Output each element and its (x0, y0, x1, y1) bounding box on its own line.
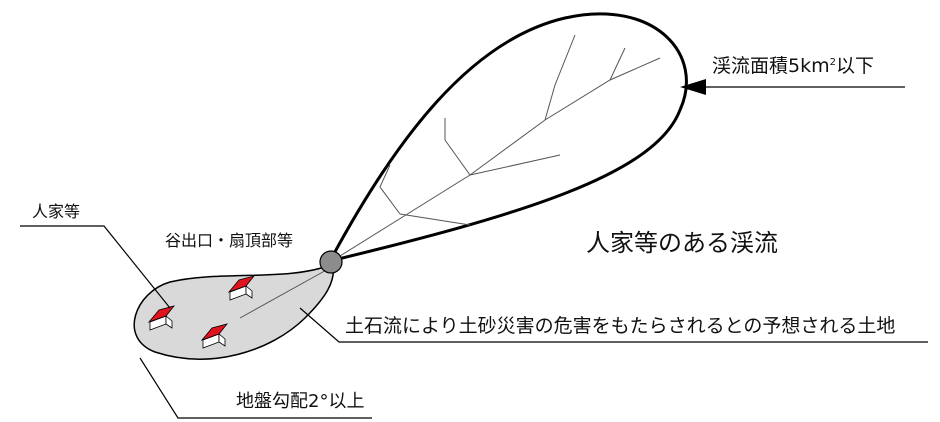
fan-flow-line (239, 267, 331, 319)
houses-label: 人家等 (32, 202, 81, 221)
catchment-area-label: 渓流面積5km2以下 (712, 55, 874, 77)
tributary-1 (544, 34, 576, 121)
tributary-6 (399, 213, 471, 226)
house (147, 305, 176, 331)
valley-outlet-label: 谷出口・扇頂部等 (165, 231, 294, 250)
houses-leader-line (20, 225, 171, 309)
valley-outlet-point (319, 250, 343, 274)
hazard-leader-line (299, 307, 928, 343)
tributary-5 (379, 164, 401, 215)
catchment-basin (327, 12, 688, 264)
hazard-zone-label: 土石流により土砂災害の危害をもたらされるとの予想される土地 (345, 315, 896, 337)
catchment-area-superscript: 2 (829, 57, 836, 68)
stream-with-houses-label: 人家等のある渓流 (586, 229, 778, 257)
tributary-2 (609, 47, 626, 81)
house (200, 323, 229, 349)
stream-network (339, 34, 661, 257)
house (227, 275, 256, 301)
slope-label: 地盤勾配2°以上 (236, 391, 365, 412)
tributary-4 (469, 154, 561, 176)
slope-leader-line (139, 357, 372, 419)
tributary-3 (444, 118, 471, 176)
catchment-arrowhead (680, 79, 706, 95)
